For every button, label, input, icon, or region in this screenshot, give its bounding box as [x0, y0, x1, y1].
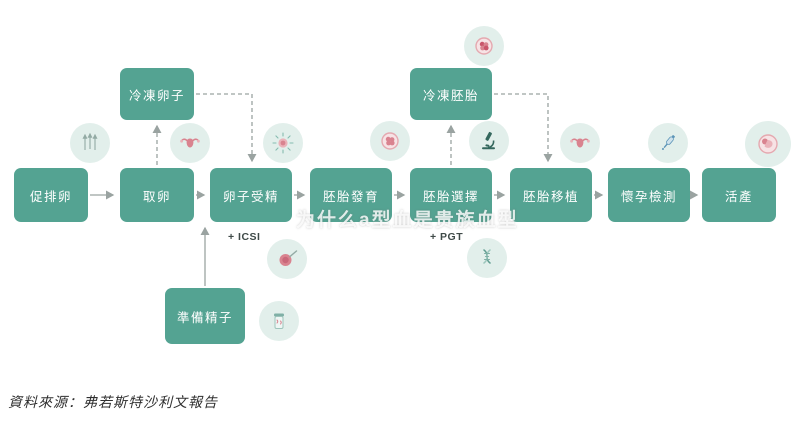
flow-node-egg-retrieval: 取卵: [120, 168, 194, 222]
pregnancy-test-dropper-icon: [648, 123, 688, 163]
embryo-icon: [370, 121, 410, 161]
flow-node-embryo-development: 胚胎發育: [310, 168, 392, 222]
flow-node-fertilization: 卵子受精: [210, 168, 292, 222]
node-label: 胚胎選擇: [422, 189, 479, 204]
flow-node-sperm-preparation: 準備精子: [165, 288, 245, 344]
watermark-text: 为什么a型血是贵族血型: [296, 210, 519, 231]
uterus-icon: [560, 123, 600, 163]
node-label: 卵子受精: [222, 189, 279, 204]
node-label: 冷凍卵子: [128, 88, 185, 103]
icsi-injection-icon: [267, 239, 307, 279]
uterus-icon: [170, 123, 210, 163]
node-label: 胚胎移植: [522, 189, 579, 204]
source-note: 資料來源：弗若斯特沙利文報告: [8, 396, 218, 411]
flow-node-frozen-eggs: 冷凍卵子: [120, 68, 194, 120]
pgt-note: + PGT: [430, 231, 464, 243]
flow-node-embryo-selection: 胚胎選擇: [410, 168, 492, 222]
flow-node-ovulation-induction: 促排卵: [14, 168, 88, 222]
flow-node-live-birth: 活產: [702, 168, 776, 222]
node-label: 活產: [724, 189, 753, 204]
node-label: 取卵: [142, 189, 171, 204]
microscope-icon: [469, 121, 509, 161]
node-label: 促排卵: [29, 189, 72, 204]
dashed-arrow-frozen-eggs-to-fertilization: [196, 93, 257, 163]
node-label: 懷孕檢測: [620, 189, 677, 204]
node-label: 冷凍胚胎: [422, 88, 479, 103]
fertilized-egg-icon: [263, 123, 303, 163]
node-label: 胚胎發育: [322, 189, 379, 204]
sperm-sample-cup-icon: [259, 301, 299, 341]
dashed-arrow-frozen-embryos-to-transfer: [494, 93, 553, 163]
node-label: 準備精子: [176, 310, 233, 325]
flow-node-frozen-embryos: 冷凍胚胎: [410, 68, 492, 120]
dna-icon: [467, 238, 507, 278]
icsi-note: + ICSI: [228, 231, 261, 243]
flow-node-embryo-transfer: 胚胎移植: [510, 168, 592, 222]
embryo-icon: [464, 26, 504, 66]
flow-node-pregnancy-test: 懷孕檢測: [608, 168, 690, 222]
injection-needles-icon: [70, 123, 110, 163]
newborn-icon: [745, 121, 791, 167]
